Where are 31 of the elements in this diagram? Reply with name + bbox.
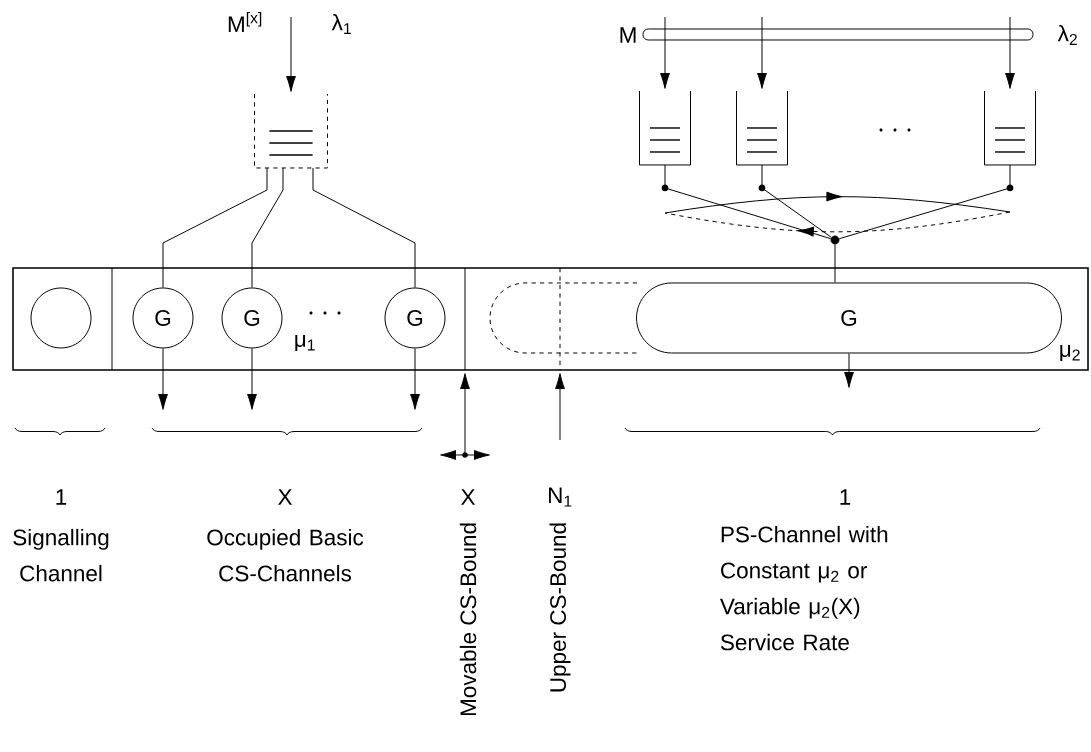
queue-buffer (736, 90, 788, 166)
arrow (247, 348, 257, 410)
bound-label: Upper CS-Bound (549, 523, 571, 692)
channel-label: Occupied Basic CS-Channels (207, 528, 364, 582)
count-label: X (278, 489, 293, 505)
arrow (286, 16, 296, 92)
arrival-label: M$^{[x]}$ (228, 11, 262, 33)
queue-buffer (984, 90, 1036, 166)
arrival-label: M (620, 27, 636, 43)
arrow (660, 16, 670, 89)
channel-label: PS-Channel with Constant μ$_{2}$ or Variable μ$_{2}$(X) Service Rate (720, 525, 888, 651)
count-label: 1 (56, 489, 67, 505)
arrow (1005, 16, 1015, 89)
arrow (844, 353, 854, 388)
count-label: X (461, 489, 476, 505)
bound-label: Movable CS-Bound (459, 523, 477, 716)
count-label: N$_{1}$ (549, 487, 572, 507)
rate-label: λ$_{2}$ (1057, 25, 1077, 45)
queue-buffer (254, 93, 328, 169)
count-label: 1 (840, 489, 851, 505)
server-circle (30, 287, 92, 349)
rate-label: λ$_{1}$ (331, 14, 351, 34)
queue-buffer (639, 90, 691, 166)
rate-label: μ$_{2}$ (1060, 344, 1080, 362)
arrow (838, 164, 1014, 240)
arrow (757, 16, 767, 89)
channel-label: Signalling Channel (13, 528, 109, 582)
arrow (410, 348, 420, 410)
arrow (158, 348, 168, 410)
arrow (661, 164, 832, 240)
arrow (758, 164, 832, 238)
